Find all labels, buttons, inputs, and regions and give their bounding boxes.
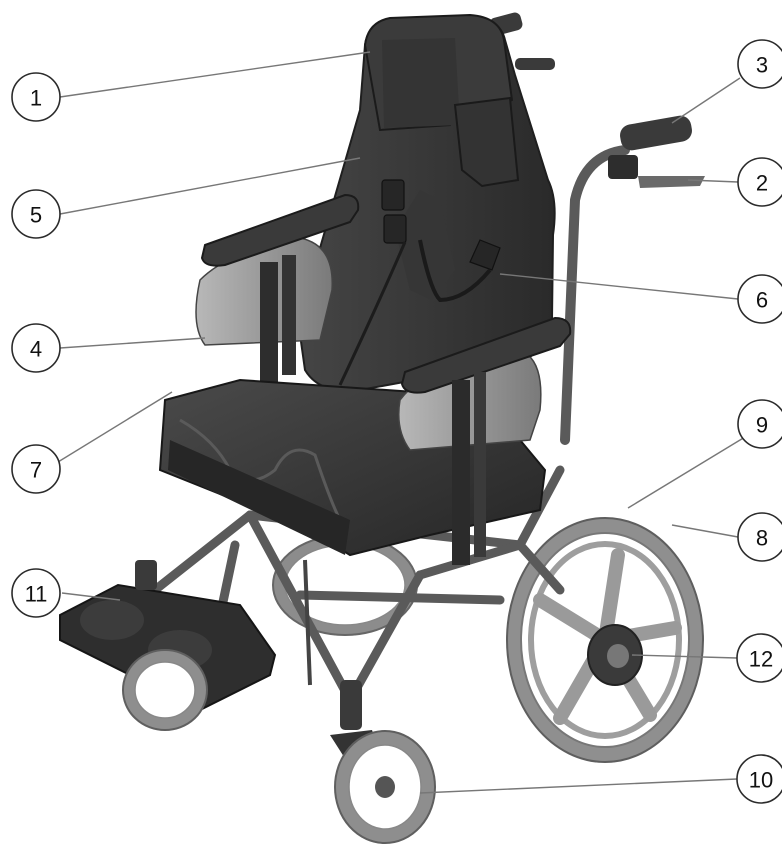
callout-10: 10 xyxy=(736,754,782,804)
leader-line-6 xyxy=(499,273,739,300)
callout-7: 7 xyxy=(11,444,61,494)
callout-label-2: 2 xyxy=(756,171,768,196)
leader-line-5 xyxy=(59,157,361,215)
callout-label-5: 5 xyxy=(30,203,42,228)
callout-label-1: 1 xyxy=(30,86,42,111)
head-support xyxy=(363,13,520,188)
left-caster-wheel xyxy=(122,649,208,731)
callout-6: 6 xyxy=(737,274,782,324)
callout-label-7: 7 xyxy=(30,458,42,483)
callout-label-10: 10 xyxy=(749,768,773,793)
callout-label-8: 8 xyxy=(756,526,768,551)
callout-11: 11 xyxy=(11,568,61,618)
leader-lines xyxy=(57,51,746,794)
leader-line-11 xyxy=(61,592,121,601)
leader-line-3 xyxy=(671,77,741,124)
callout-label-4: 4 xyxy=(30,337,42,362)
callout-label-3: 3 xyxy=(756,53,768,78)
callout-5: 5 xyxy=(11,189,61,239)
callout-9: 9 xyxy=(737,399,782,449)
callout-3: 3 xyxy=(737,39,782,89)
callout-12: 12 xyxy=(736,633,782,683)
leader-line-9 xyxy=(627,436,746,509)
callout-label-12: 12 xyxy=(749,647,773,672)
footrest xyxy=(59,559,312,712)
push-handle xyxy=(489,12,692,151)
callout-1: 1 xyxy=(11,72,61,122)
leader-line-7 xyxy=(57,391,173,463)
leader-line-2 xyxy=(687,179,739,183)
wheel-hub xyxy=(587,624,643,686)
callout-label-9: 9 xyxy=(756,413,768,438)
callout-4: 4 xyxy=(11,323,61,373)
leader-line-8 xyxy=(671,524,739,538)
callout-label-11: 11 xyxy=(25,582,48,607)
leader-line-4 xyxy=(59,337,206,349)
leader-line-12 xyxy=(631,654,738,659)
leader-line-10 xyxy=(419,778,738,794)
front-caster-wheel xyxy=(330,680,436,844)
right-armrest xyxy=(400,316,572,565)
callout-2: 2 xyxy=(737,157,782,207)
callout-8: 8 xyxy=(737,512,782,562)
harness xyxy=(338,179,501,386)
brake-lever xyxy=(608,155,705,188)
leader-line-1 xyxy=(59,51,371,98)
callout-label-6: 6 xyxy=(756,288,768,313)
left-armrest xyxy=(200,193,360,382)
